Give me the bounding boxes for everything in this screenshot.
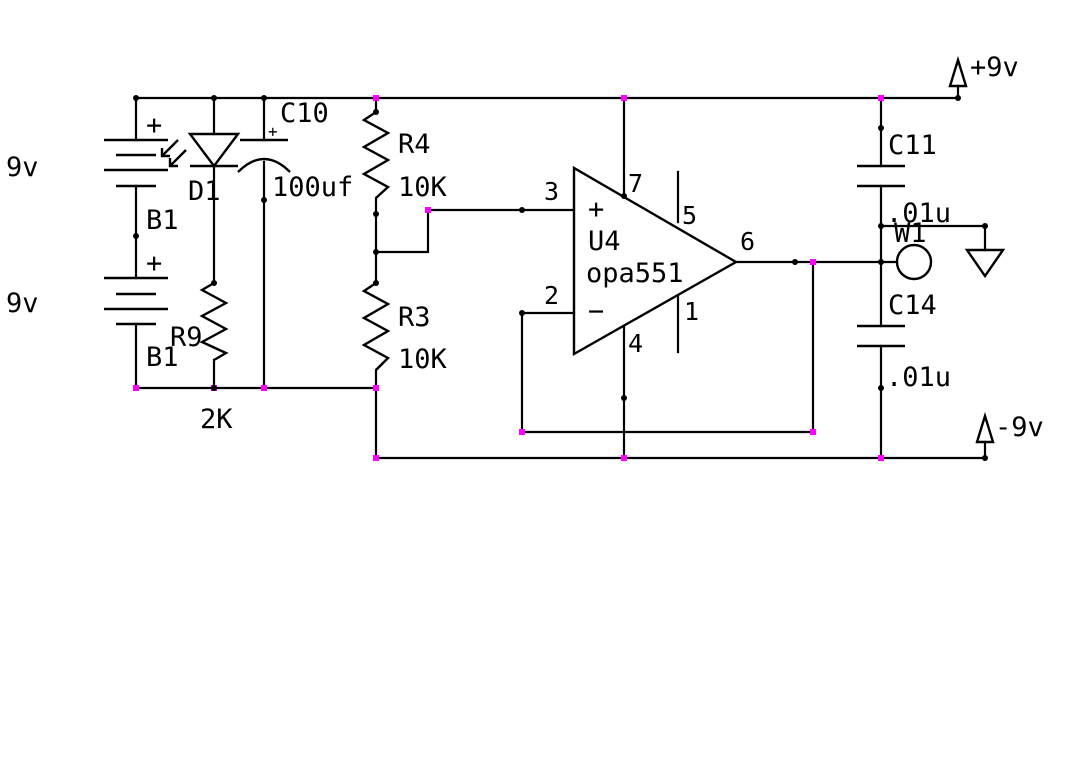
- c10-plus: +: [268, 122, 278, 141]
- capacitor-c14: [857, 324, 905, 348]
- ground-icon: [964, 248, 1006, 279]
- opamp-pin-4: 4: [628, 329, 643, 358]
- r4-name: R4: [398, 129, 431, 160]
- junction-nodes: [133, 95, 884, 461]
- c11-value: .01u: [886, 198, 951, 229]
- battery-bottom-voltage: 9v: [6, 288, 39, 319]
- battery-bottom: [104, 276, 168, 326]
- battery-top-plus: +: [146, 110, 162, 141]
- battery-top-voltage: 9v: [6, 152, 39, 183]
- c10-value: 100uf: [272, 172, 353, 203]
- resistor-r3: [361, 282, 391, 371]
- positive-supply-arrow-icon: [948, 55, 968, 88]
- output-terminal-w1: [895, 243, 933, 281]
- capacitor-c10: [237, 138, 291, 173]
- battery-top: [104, 138, 168, 188]
- resistor-r9: [199, 281, 229, 362]
- positive-supply-label: +9v: [970, 52, 1019, 83]
- led-name: D1: [188, 176, 221, 207]
- resistor-r4: [361, 111, 391, 199]
- c11-name: C11: [888, 130, 937, 161]
- negative-rail-wire: [374, 440, 987, 460]
- opamp-part-number: opa551: [586, 258, 684, 289]
- terminal-dots: [133, 95, 988, 461]
- opamp-pin-1: 1: [684, 297, 699, 326]
- opamp-u4: [572, 165, 739, 357]
- opamp-plus-sign: +: [588, 194, 604, 225]
- c14-value: .01u: [886, 362, 951, 393]
- r3-value: 10K: [398, 344, 448, 375]
- opamp-pin-6: 6: [740, 227, 755, 256]
- c14-name: C14: [888, 290, 937, 321]
- r9-name: R9: [170, 322, 203, 353]
- labels: 9v 9v + + B1 B1 D1 C10 + 100uf R9 2K R4 …: [6, 52, 1044, 443]
- led-d1: [160, 132, 241, 168]
- capacitor-c11: [857, 164, 905, 188]
- battery-bottom-name: B1: [146, 342, 179, 373]
- r9-value: 2K: [200, 404, 233, 435]
- opamp-minus-sign: −: [588, 296, 604, 327]
- c10-name: C10: [280, 98, 329, 129]
- battery-top-name: B1: [146, 205, 179, 236]
- plus-input-wire: [374, 208, 576, 254]
- opamp-name: U4: [588, 226, 621, 257]
- negative-supply-arrow-icon: [975, 411, 995, 444]
- battery-bottom-plus: +: [146, 248, 162, 279]
- opamp-pin-5: 5: [682, 201, 697, 230]
- opamp-pin-7: 7: [628, 169, 643, 198]
- negative-supply-label: -9v: [995, 412, 1044, 443]
- opamp-pin-2: 2: [544, 281, 559, 310]
- wires: [134, 84, 987, 460]
- positive-rail-wire: [134, 84, 960, 100]
- r4-value: 10K: [398, 172, 448, 203]
- opamp-pin-3: 3: [544, 177, 559, 206]
- output-name: W1: [894, 218, 927, 249]
- r3-name: R3: [398, 302, 431, 333]
